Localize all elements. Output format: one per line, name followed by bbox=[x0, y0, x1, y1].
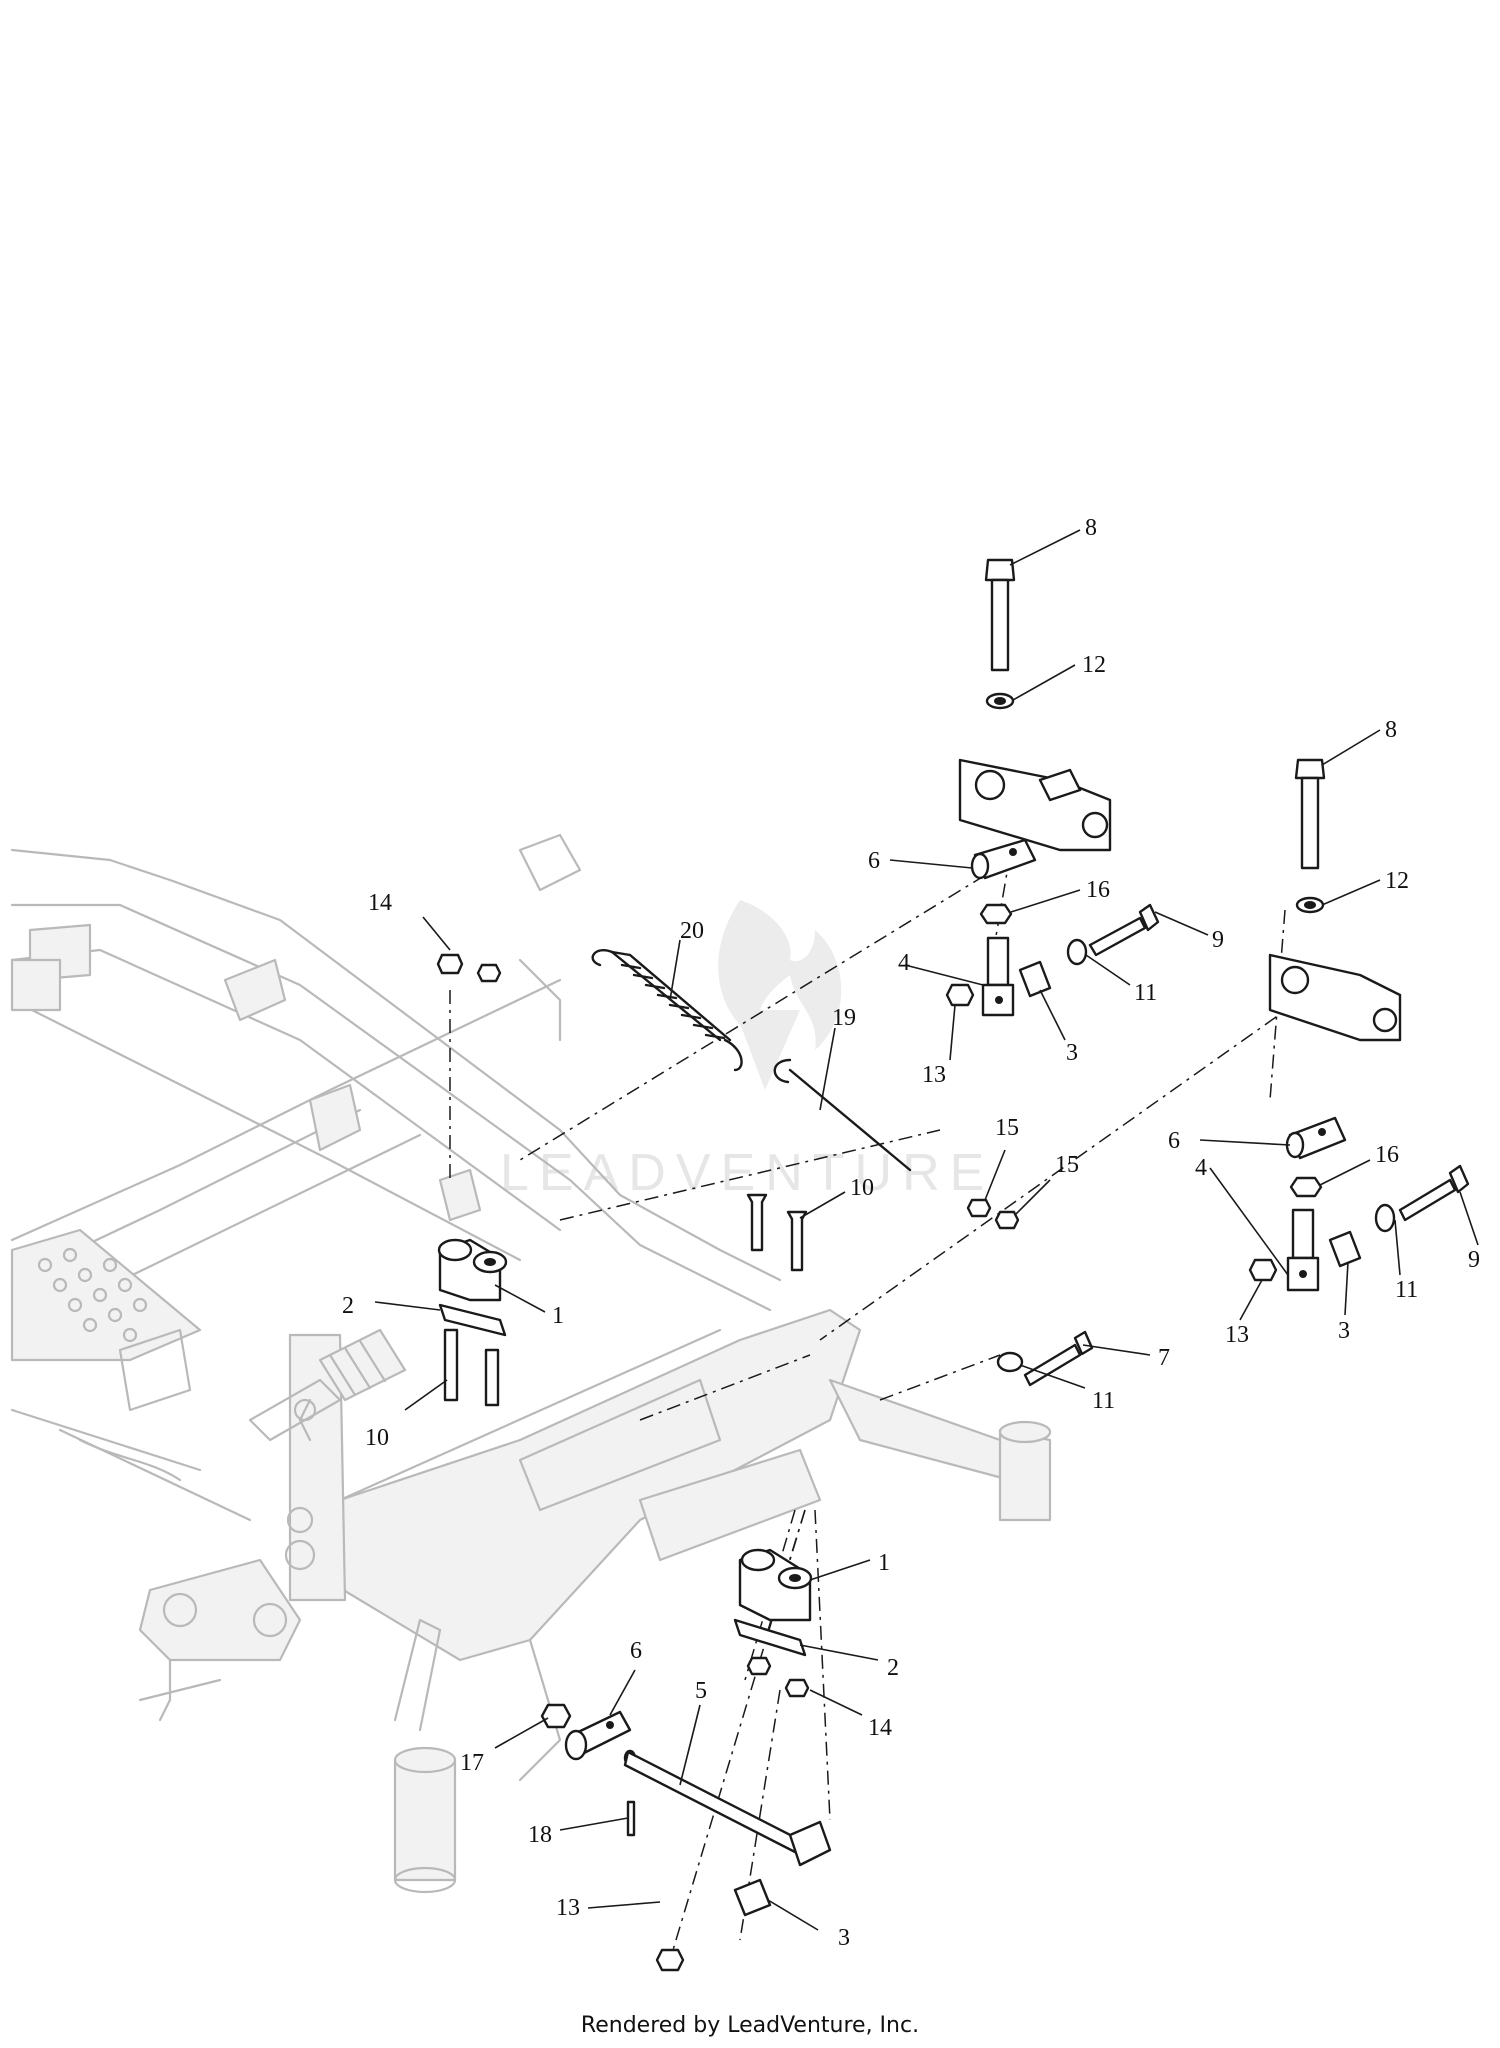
nut-16a bbox=[979, 903, 1013, 925]
pin-10b bbox=[443, 1328, 459, 1402]
callout-1: 1 bbox=[552, 1303, 564, 1329]
footer-credit: Rendered by LeadVenture, Inc. bbox=[580, 2013, 920, 2038]
callout-8: 8 bbox=[1085, 515, 1097, 541]
bolt-9b bbox=[1398, 1164, 1470, 1222]
callout-4: 4 bbox=[898, 950, 910, 976]
callout-1: 1 bbox=[878, 1550, 890, 1576]
callout-5: 5 bbox=[695, 1678, 707, 1704]
bushing-3c bbox=[733, 1878, 772, 1917]
callout-15: 15 bbox=[995, 1115, 1019, 1141]
spindle-4a bbox=[981, 936, 1015, 1017]
callout-14: 14 bbox=[868, 1715, 892, 1741]
bolt-9a bbox=[1088, 903, 1160, 957]
callout-7: 7 bbox=[1158, 1345, 1170, 1371]
callout-6: 6 bbox=[630, 1638, 642, 1664]
footplate-holes bbox=[37, 1247, 148, 1343]
callout-4: 4 bbox=[1195, 1155, 1207, 1181]
callout-16: 16 bbox=[1086, 877, 1110, 903]
pin-18 bbox=[626, 1800, 636, 1837]
nut-15a bbox=[966, 1198, 992, 1218]
callout-11: 11 bbox=[1134, 980, 1157, 1006]
callout-9: 9 bbox=[1468, 1247, 1480, 1273]
callout-12: 12 bbox=[1082, 652, 1106, 678]
callout-15: 15 bbox=[1055, 1152, 1079, 1178]
callout-17: 17 bbox=[460, 1750, 484, 1776]
washer-11c bbox=[996, 1351, 1024, 1373]
callout-11: 11 bbox=[1395, 1277, 1418, 1303]
nut-17 bbox=[540, 1703, 572, 1729]
bolt-8a bbox=[984, 558, 1016, 672]
callout-19: 19 bbox=[832, 1005, 856, 1031]
plate-2b bbox=[733, 1618, 807, 1657]
callout-13: 13 bbox=[556, 1895, 580, 1921]
nut-13c bbox=[655, 1948, 685, 1972]
callout-2: 2 bbox=[887, 1655, 899, 1681]
callout-13: 13 bbox=[1225, 1322, 1249, 1348]
callout-3: 3 bbox=[838, 1925, 850, 1951]
mower-frame bbox=[10, 833, 1052, 1894]
callout-12: 12 bbox=[1385, 868, 1409, 894]
callout-6: 6 bbox=[1168, 1128, 1180, 1154]
shaft-5 bbox=[623, 1749, 832, 1867]
washer-11a bbox=[1066, 938, 1088, 966]
callout-6: 6 bbox=[868, 848, 880, 874]
callout-10: 10 bbox=[850, 1175, 874, 1201]
parts bbox=[436, 558, 1470, 1972]
nut-16b bbox=[1289, 1176, 1323, 1198]
pivot-6a bbox=[970, 838, 1037, 880]
callout-11: 11 bbox=[1092, 1388, 1115, 1414]
leader-lines bbox=[374, 529, 1479, 1931]
callout-10: 10 bbox=[365, 1425, 389, 1451]
callout-9: 9 bbox=[1212, 927, 1224, 953]
watermark-text: LEADVENTURE bbox=[500, 1144, 994, 1202]
callout-14: 14 bbox=[368, 890, 392, 916]
nut-15b bbox=[994, 1210, 1020, 1230]
callout-3: 3 bbox=[1066, 1040, 1078, 1066]
pin-10a bbox=[746, 1193, 768, 1252]
nut-14b bbox=[746, 1656, 772, 1676]
block-1a bbox=[437, 1238, 508, 1302]
bolt-7 bbox=[1023, 1330, 1094, 1387]
nut-13b bbox=[1248, 1258, 1278, 1282]
callout-labels: 8 12 8 12 6 16 9 14 20 4 11 3 19 13 6 16… bbox=[342, 515, 1480, 1951]
bracket-a bbox=[958, 758, 1112, 852]
callout-16: 16 bbox=[1375, 1142, 1399, 1168]
callout-18: 18 bbox=[528, 1822, 552, 1848]
plate-2a bbox=[438, 1303, 507, 1337]
callout-3: 3 bbox=[1338, 1318, 1350, 1344]
washer-11b bbox=[1374, 1203, 1396, 1233]
rod-19 bbox=[773, 1058, 912, 1172]
pivot-6c bbox=[564, 1710, 632, 1761]
spindle-4b bbox=[1286, 1208, 1320, 1292]
bracket-b bbox=[1268, 953, 1402, 1042]
callout-13: 13 bbox=[922, 1062, 946, 1088]
grip-ribs bbox=[328, 1339, 387, 1397]
bushing-3a bbox=[1018, 960, 1052, 998]
nut-13a bbox=[945, 983, 975, 1007]
nut-14a bbox=[436, 953, 464, 975]
pivot-6b bbox=[1285, 1116, 1347, 1160]
callout-2: 2 bbox=[342, 1293, 354, 1319]
block-1b bbox=[738, 1548, 813, 1622]
leadventure-logo-watermark bbox=[718, 900, 842, 1090]
callout-20: 20 bbox=[680, 918, 704, 944]
callout-8: 8 bbox=[1385, 717, 1397, 743]
bushing-3b bbox=[1328, 1230, 1362, 1268]
spring-20 bbox=[591, 949, 743, 1072]
bolt-8b bbox=[1294, 758, 1326, 870]
